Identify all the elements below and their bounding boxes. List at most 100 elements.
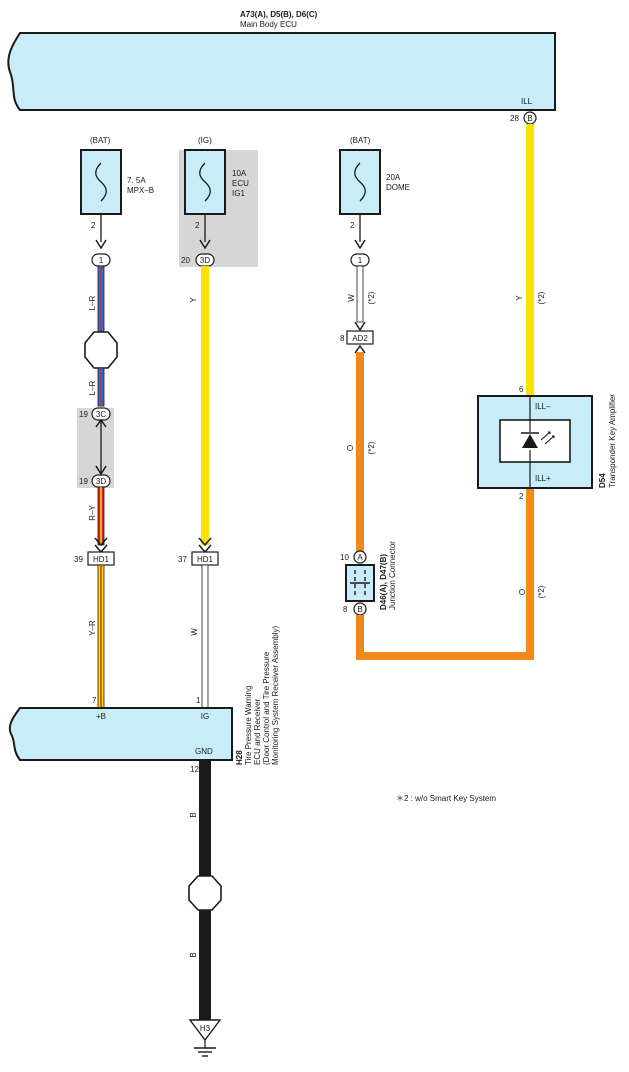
wire-w-ig-label: W: [190, 628, 199, 636]
fuse1-source: (BAT): [90, 136, 111, 145]
fuse1-conn-num: 1: [99, 256, 104, 265]
col1-arrow-icon: [95, 239, 107, 250]
fuse1-symbol-icon: [95, 162, 107, 202]
fuse1-rating: 7. 5A: [127, 176, 146, 185]
wire-lr-1-label: L–R: [88, 295, 97, 310]
amp-pin-top: 6: [519, 385, 524, 394]
ground-point-icon: [188, 1019, 222, 1042]
ground-id: H3: [200, 1024, 211, 1033]
fuse3-name: DOME: [386, 183, 410, 192]
amp-pin-top-label: ILL–: [535, 402, 551, 411]
wire-w-dome-label: W: [347, 294, 356, 302]
jc-b-num: 8: [343, 605, 348, 614]
wire-o-dome-note: (*2): [367, 441, 376, 454]
amp-inner-box: [499, 419, 571, 463]
tpms-pin-b-num: 7: [92, 696, 97, 705]
ecu-pin-ill-conn: B: [527, 114, 532, 123]
fuse2-name: ECU: [232, 179, 249, 188]
tpms-line4: Monitoring System Receiver Assembly): [271, 626, 280, 765]
ecu-main-title: A73(A), D5(B), D6(C): [240, 10, 318, 19]
fuse3-source: (BAT): [350, 136, 371, 145]
fuse3-pin: 2: [350, 221, 355, 230]
tpms-pin-gnd-num: 12: [190, 765, 199, 774]
conn-ad2-num: 8: [340, 334, 345, 343]
wire-o-amp-note: (*2): [537, 585, 546, 598]
fuse2-conn-num: 20: [181, 256, 190, 265]
junction-code: D46(A), D47(B): [379, 554, 388, 610]
amp-code: D54: [598, 473, 607, 488]
ecu-pin-ill-num: 28: [510, 114, 519, 123]
wire-b-2: [199, 910, 211, 1020]
conn-37-id: HD1: [197, 555, 214, 564]
wire-ry-label: R–Y: [88, 505, 97, 521]
wire-b-1-label: B: [189, 812, 198, 817]
tpms-code: H28: [235, 750, 244, 765]
wire-y-ig-label: Y: [189, 297, 198, 303]
jc-pin-a: [353, 550, 367, 564]
tpms-line1: Tire Pressure Warning: [244, 686, 253, 765]
amp-pin-bottom-label: ILL+: [535, 474, 551, 483]
col1-splice-point: [84, 331, 118, 369]
wire-y-ig: [201, 266, 209, 545]
jc-a-id: A: [357, 553, 363, 562]
conn-ad2-id: AD2: [352, 334, 368, 343]
ecu-main-name: Main Body ECU: [240, 20, 297, 29]
main-body-ecu-box: [7, 32, 556, 111]
wire-y-ill-label: Y: [515, 295, 524, 301]
conn-3c-num: 19: [79, 410, 88, 419]
wire-o-dome-label: O: [346, 445, 355, 451]
conn-3d-id: 3D: [96, 477, 106, 486]
fuse3-symbol-icon: [354, 162, 366, 202]
wire-b-1: [199, 760, 211, 878]
wire-o-dome: [356, 352, 364, 552]
tpms-pin-ig: IG: [201, 712, 209, 721]
wire-o-amp-label: O: [518, 589, 527, 595]
wire-b-2-label: B: [189, 952, 198, 957]
fuse1-name: MPX–B: [127, 186, 154, 195]
fuse3-conn-num: 1: [358, 256, 363, 265]
wire-o-loop: [356, 488, 534, 660]
jc-b-id: B: [357, 605, 362, 614]
jc-a-num: 10: [340, 553, 349, 562]
tpms-ecu-box: [8, 707, 233, 761]
tpms-line2: ECU and Receiver: [253, 698, 262, 765]
conn-39-id: HD1: [93, 555, 110, 564]
fuse2-name2: IG1: [232, 189, 245, 198]
wire-y-ill: [526, 124, 534, 396]
amp-name: Transponder Key Amplifier: [608, 394, 617, 488]
fuse2-source: (IG): [198, 136, 212, 145]
led-icon: [522, 434, 538, 448]
wire-w-ig: [201, 564, 209, 709]
fuse2-conn-id: 3D: [200, 256, 210, 265]
fuse1-box: [80, 149, 122, 215]
fuse2-rating: 10A: [232, 169, 247, 178]
conn-39-num: 39: [74, 555, 83, 564]
conn-ad2: [346, 330, 374, 345]
footnote: ＊2 : w/o Smart Key System: [396, 794, 496, 803]
tpms-line3: (Door Control and Tire Pressure: [262, 651, 271, 765]
tpms-pin-b: +B: [96, 712, 106, 721]
wire-yr-label: Y–R: [88, 620, 97, 636]
fuse3-rating: 20A: [386, 173, 401, 182]
fuse2-symbol-icon: [199, 162, 211, 202]
wire-lr-2-label: L–R: [88, 380, 97, 395]
col3-arrow-icon: [354, 239, 366, 250]
ecu-pin-ill-label: ILL: [521, 97, 533, 106]
ground-splice-point: [188, 875, 222, 911]
conn-3c-id: 3C: [96, 410, 106, 419]
amp-pin-bottom: 2: [519, 492, 524, 501]
conn-37-num: 37: [178, 555, 187, 564]
junction-3c-3d-shade: [77, 408, 114, 488]
wire-y-ill-note: (*2): [537, 291, 546, 304]
wire-w-dome: [356, 265, 364, 323]
col2-arrow-icon: [199, 239, 211, 250]
wire-w-dome-note: (*2): [367, 291, 376, 304]
fuse1-pin: 2: [91, 221, 96, 230]
tpms-pin-gnd: GND: [195, 747, 213, 756]
conn-3d-num: 19: [79, 477, 88, 486]
tpms-pin-ig-num: 1: [196, 696, 201, 705]
led-light-rays-icon: [540, 431, 555, 445]
junction-name: Junction Connector: [388, 541, 397, 610]
